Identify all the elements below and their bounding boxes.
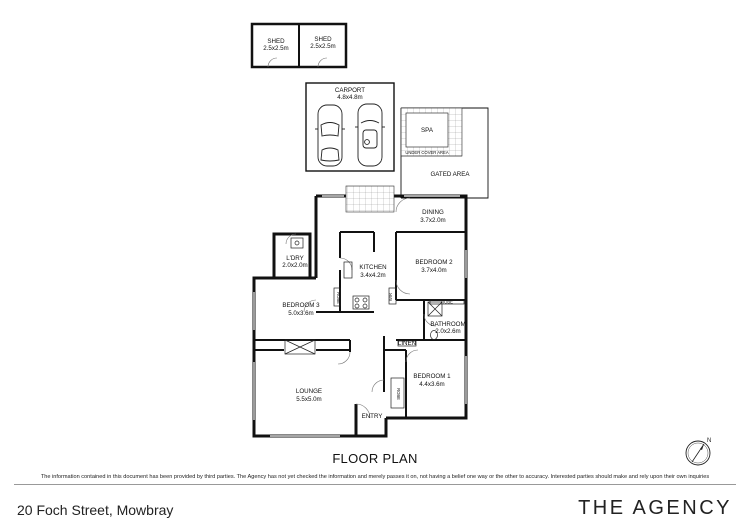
wir-label: WIR	[388, 293, 393, 301]
kitchen-dims: 3.4x4.2m	[360, 272, 385, 279]
windows	[253, 195, 467, 437]
laundry-label: L'DRY	[286, 255, 304, 262]
property-address: 20 Foch Street, Mowbray	[17, 502, 174, 518]
shed-1-dims: 2.5x2.5m	[263, 45, 288, 52]
carport: CARPORT 4.8x4.8m	[305, 82, 395, 172]
door-swings	[285, 197, 437, 419]
robe-label-kitchen: ROBE	[336, 292, 341, 304]
bedroom-2-dims: 3.7x4.0m	[421, 267, 446, 274]
robe-label-bedroom1: ROBE	[396, 388, 401, 400]
fixtures	[284, 237, 465, 409]
disclaimer-text: The information contained in this docume…	[40, 474, 710, 480]
shed-2-label: SHED	[314, 36, 332, 43]
carport-dims: 4.8x4.8m	[337, 94, 362, 101]
bedroom-1-dims: 4.4x3.6m	[419, 381, 444, 388]
under-cover-label: UNDER COVER AREA	[405, 150, 448, 155]
lounge-dims: 5.5x5.0m	[296, 396, 321, 403]
kitchen-label: KITCHEN	[359, 264, 386, 271]
agency-logo: THE AGENCY	[578, 497, 732, 519]
bedroom-3-dims: 5.0x3.6m	[288, 310, 313, 317]
car-icon	[315, 104, 345, 167]
carport-label: CARPORT	[335, 87, 365, 94]
spa-label: SPA	[421, 127, 434, 134]
svg-text:N: N	[707, 438, 711, 444]
paved-porch	[345, 185, 395, 213]
north-arrow-icon: N	[685, 438, 711, 466]
shed-2-dims: 2.5x2.5m	[310, 43, 335, 50]
window-frames	[252, 194, 468, 438]
laundry-dims: 2.0x2.0m	[282, 262, 307, 269]
footer-divider	[14, 484, 736, 485]
dining-dims: 3.7x2.0m	[420, 217, 445, 224]
sheds: SHED 2.5x2.5m SHED 2.5x2.5m	[250, 22, 348, 69]
bathroom-label: BATHROOM	[430, 321, 465, 328]
gated-area-label: GATED AREA	[430, 171, 470, 178]
dining-label: DINING	[422, 209, 444, 216]
robe-label-bathroom: ROBE	[441, 300, 453, 305]
linen-label: LINEN	[398, 340, 416, 347]
bedroom-2-label: BEDROOM 2	[415, 259, 453, 266]
shed-1-label: SHED	[267, 38, 285, 45]
lounge-label: LOUNGE	[296, 388, 322, 395]
plan-title: FLOOR PLAN	[332, 451, 418, 466]
bathroom-dims: 2.0x2.6m	[435, 328, 460, 335]
bedroom-3-label: BEDROOM 3	[282, 302, 320, 309]
outdoor-area: SPA UNDER COVER AREA GATED AREA	[400, 107, 489, 199]
bedroom-1-label: BEDROOM 1	[413, 373, 451, 380]
entry-label: ENTRY	[362, 413, 383, 420]
car-icon	[355, 103, 385, 167]
